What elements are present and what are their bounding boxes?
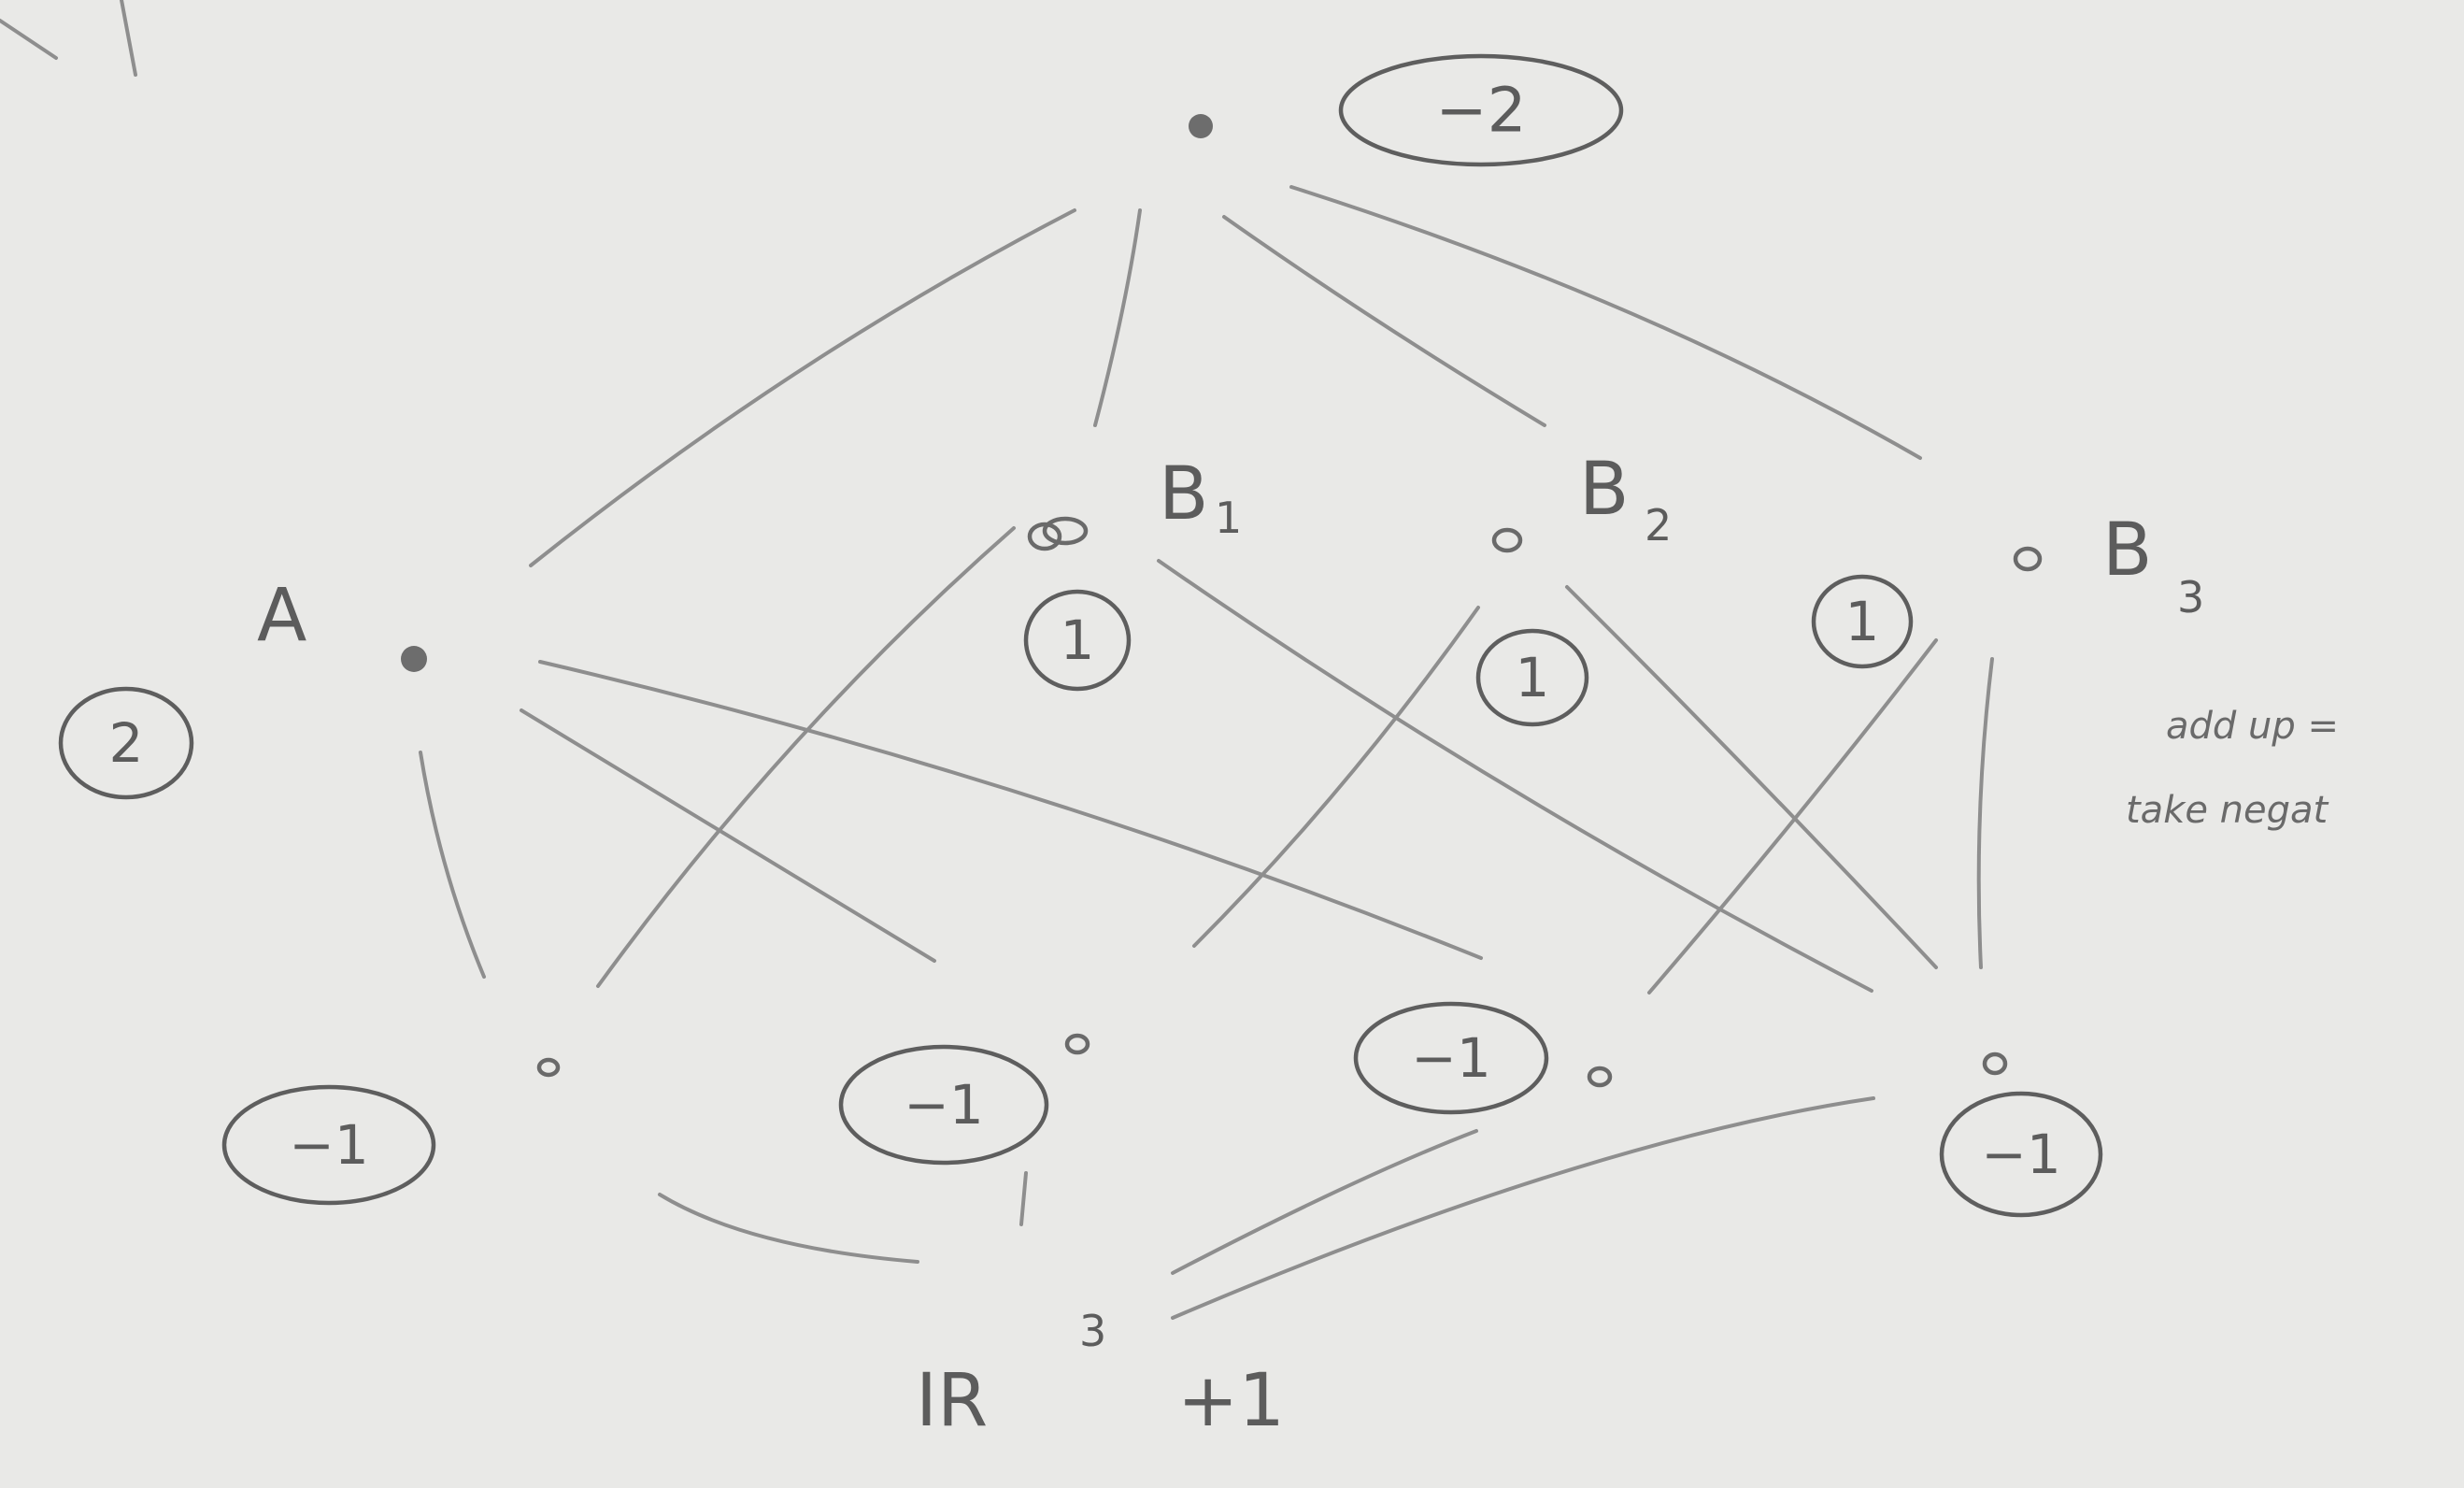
edge-a-bottom1 — [419, 751, 486, 979]
nodes — [401, 114, 2043, 1088]
node-b3 — [2013, 546, 2043, 572]
label-b2: B — [1579, 448, 1630, 532]
value-bottom4: −1 — [1981, 1123, 2061, 1186]
node-b1-double — [1027, 522, 1062, 551]
edge-b3-bottom4 — [1976, 657, 1994, 969]
edge-top-b3 — [1289, 185, 1922, 460]
label-b1: B — [1159, 452, 1209, 537]
corner-stroke — [0, 0, 137, 77]
node-top — [1189, 114, 1213, 138]
edge-b2-bottom2 — [1192, 606, 1480, 948]
ring-b1 — [1023, 589, 1132, 692]
value-rings: −2 2 1 1 1 −1 −1 −1 −1 — [58, 53, 2103, 1218]
edge-r3-bottom1 — [658, 1193, 919, 1264]
value-bottom1: −1 — [289, 1113, 369, 1177]
edge-top-b2 — [1222, 215, 1546, 427]
node-bottom3 — [1587, 1066, 1613, 1088]
value-top: −2 — [1435, 75, 1526, 147]
ring-bottom4 — [1939, 1091, 2103, 1218]
edge-b1-bottom4 — [1157, 559, 1873, 993]
edge-a-bottom3 — [538, 660, 1483, 960]
ring-bottom3 — [1353, 1001, 1549, 1115]
label-a: A — [257, 574, 306, 658]
value-r3: +1 — [1177, 1359, 1285, 1443]
label-b3: B — [2102, 508, 2153, 593]
edge-top-a — [529, 208, 1076, 567]
ring-b2 — [1475, 628, 1589, 727]
note-line-1: add up = — [2166, 705, 2339, 748]
ring-bottom2 — [838, 1044, 1049, 1166]
value-bottom2: −1 — [904, 1073, 984, 1137]
node-b2 — [1491, 527, 1523, 553]
edge-b1-bottom1 — [596, 526, 1016, 988]
edge-b2-bottom4 — [1565, 585, 1938, 969]
value-a: 2 — [109, 711, 144, 775]
ring-a — [58, 686, 194, 800]
note-line-2: take negat — [2126, 789, 2329, 832]
node-bottom1 — [536, 1057, 561, 1078]
node-a — [401, 646, 427, 672]
edge-b3-bottom3 — [1647, 638, 1938, 994]
label-b2-sub: 2 — [1645, 500, 1672, 551]
node-b1 — [1042, 516, 1089, 546]
edge-r3-bottom2 — [1019, 1171, 1028, 1226]
value-b1: 1 — [1061, 608, 1095, 672]
value-b3: 1 — [1845, 590, 1880, 653]
ring-b3 — [1811, 574, 1914, 669]
edges — [419, 185, 1994, 1320]
label-r3: IR — [916, 1359, 988, 1443]
ring-bottom1 — [221, 1084, 436, 1206]
label-b3-sub: 3 — [2177, 572, 2204, 622]
side-note: add up = take negat — [2126, 705, 2339, 832]
ring-top — [1338, 53, 1624, 167]
node-bottom4 — [1982, 1052, 2008, 1076]
label-b1-sub: 1 — [1215, 493, 1242, 543]
edge-a-bottom2 — [520, 708, 936, 963]
label-r3-sup: 3 — [1079, 1306, 1106, 1356]
value-bottom3: −1 — [1411, 1026, 1491, 1090]
edge-r3-bottom3 — [1171, 1129, 1478, 1275]
node-labels: A B 1 B 2 B 3 IR 3 +1 — [257, 448, 2204, 1443]
value-b2: 1 — [1516, 646, 1550, 709]
node-bottom2 — [1064, 1033, 1090, 1055]
edge-r3-bottom4 — [1171, 1096, 1875, 1320]
edge-top-b1 — [1093, 208, 1142, 427]
